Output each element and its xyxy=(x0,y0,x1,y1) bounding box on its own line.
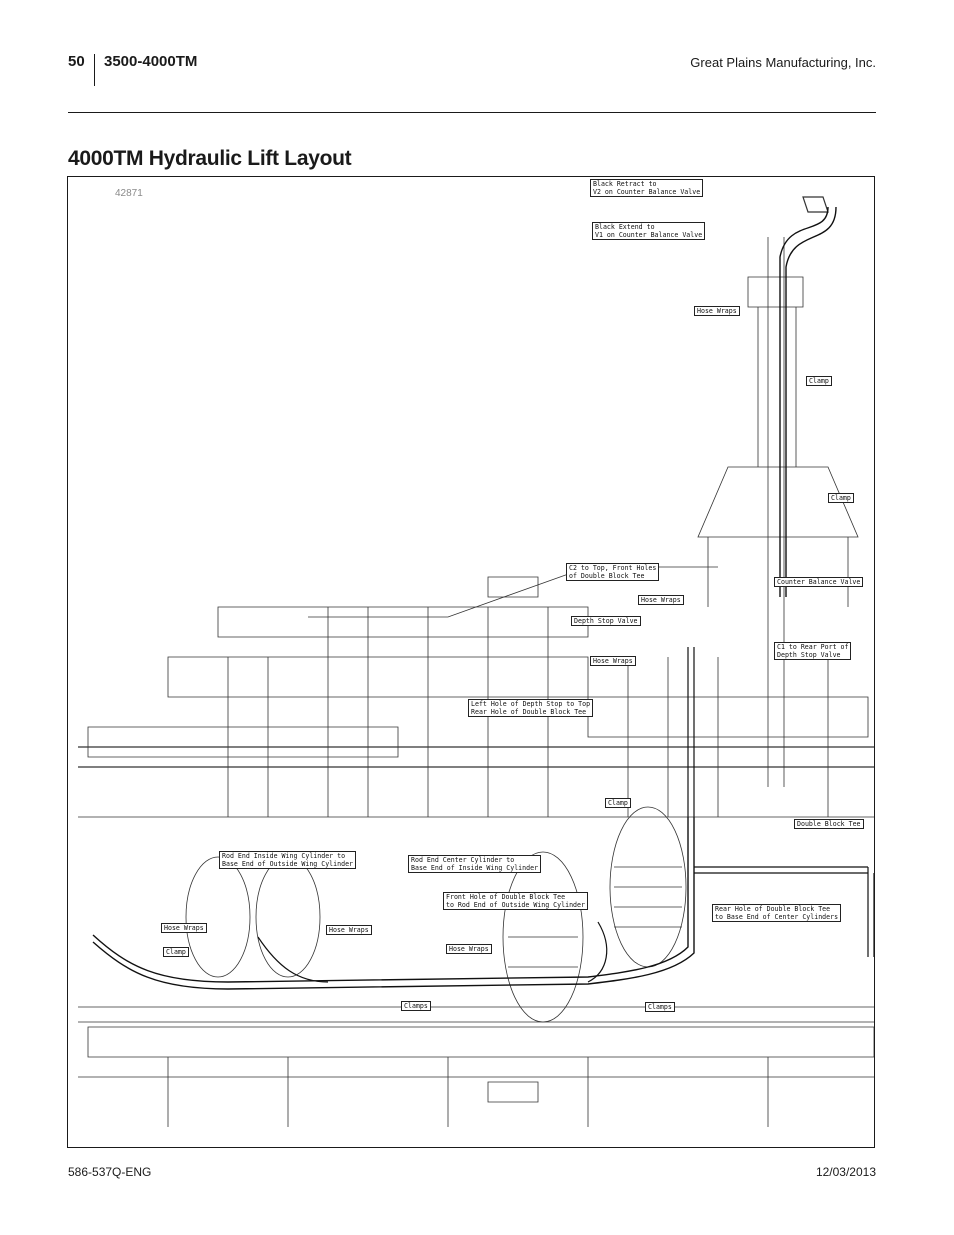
callout-clamp-mid: Clamp xyxy=(828,493,854,503)
model-name: 3500-4000TM xyxy=(104,53,198,70)
callout-hose-wraps-upper: Hose Wraps xyxy=(638,595,684,605)
hydraulic-layout-figure: 42871 Black Retract to V2 on Counter Bal… xyxy=(67,176,875,1148)
page-number: 50 xyxy=(68,53,85,70)
callout-rod-end-inside-wing: Rod End Inside Wing Cylinder to Base End… xyxy=(219,851,357,869)
header-rule xyxy=(68,112,876,113)
callout-clamp-upper: Clamp xyxy=(806,376,832,386)
page-title: 4000TM Hydraulic Lift Layout xyxy=(68,147,352,170)
callout-black-extend: Black Extend to V1 on Counter Balance Va… xyxy=(592,222,706,240)
company-name: Great Plains Manufacturing, Inc. xyxy=(690,55,876,70)
callout-clamp-left: Clamp xyxy=(163,947,189,957)
callout-c2-top-front: C2 to Top, Front Holes of Double Block T… xyxy=(566,563,660,581)
callout-double-block-tee: Double Block Tee xyxy=(794,819,864,829)
callout-depth-stop-valve: Depth Stop Valve xyxy=(571,616,641,626)
document-id: 586-537Q-ENG xyxy=(68,1165,152,1179)
callout-hose-wraps-inner-left: Hose Wraps xyxy=(326,925,372,935)
callout-c1-rear-port: C1 to Rear Port of Depth Stop Valve xyxy=(774,642,852,660)
callout-clamp-center: Clamp xyxy=(605,798,631,808)
document-date: 12/03/2013 xyxy=(815,1165,876,1179)
callout-rod-end-center: Rod End Center Cylinder to Base End of I… xyxy=(408,855,542,873)
callout-rear-hole-double-block: Rear Hole of Double Block Tee to Base En… xyxy=(712,904,842,922)
callout-hose-wraps-top: Hose Wraps xyxy=(694,306,740,316)
figure-number: 42871 xyxy=(115,188,143,199)
machine-drawing xyxy=(78,196,874,1127)
callout-hose-wraps-left: Hose Wraps xyxy=(161,923,207,933)
callout-hose-wraps-lower: Hose Wraps xyxy=(446,944,492,954)
callout-left-hole-depth-stop: Left Hole of Depth Stop to Top Rear Hole… xyxy=(468,699,594,717)
callout-black-retract: Black Retract to V2 on Counter Balance V… xyxy=(590,179,704,197)
header-separator xyxy=(94,54,95,86)
callout-front-hole-double-block: Front Hole of Double Block Tee to Rod En… xyxy=(443,892,588,910)
callout-clamps-right: Clamps xyxy=(645,1002,675,1012)
callout-hose-wraps-middle: Hose Wraps xyxy=(590,656,636,666)
callout-counter-balance-valve: Counter Balance Valve xyxy=(774,577,864,587)
callout-clamps-left: Clamps xyxy=(401,1001,431,1011)
